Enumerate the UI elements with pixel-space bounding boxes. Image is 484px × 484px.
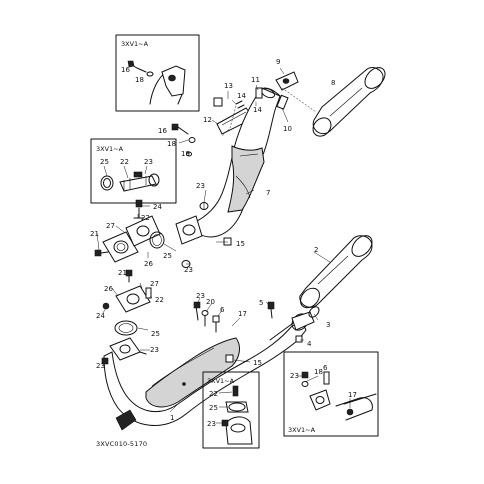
callout-17: 17: [238, 310, 247, 318]
callout-20: 20: [206, 298, 215, 306]
inset-frame: [202, 371, 260, 449]
callout-27: 27: [106, 222, 115, 230]
inset-label: 3XV1~A: [207, 377, 235, 385]
callout-22: 22: [141, 214, 150, 222]
callout-23: 23: [150, 346, 159, 354]
callout-10: 10: [283, 125, 292, 133]
callout-26: 26: [144, 260, 153, 268]
callout-24: 24: [153, 203, 162, 211]
callout-4: 4: [307, 340, 312, 348]
inset-frame: [283, 351, 379, 437]
callout-8: 8: [331, 79, 335, 87]
callout-26: 26: [104, 285, 113, 293]
inset-label: 3XV1~A: [121, 40, 149, 48]
callout-numbers: 13 11 9 8 14 14 12 10 16 18 19 7 23 24 2…: [90, 58, 335, 422]
callout-6: 6: [323, 364, 328, 372]
callout-23: 23: [290, 372, 299, 380]
header-pipe-upper: [175, 87, 281, 245]
callout-2: 2: [314, 246, 318, 254]
lower-flange-stack: [101, 269, 152, 365]
callout-17: 17: [348, 391, 357, 399]
callout-11: 11: [251, 76, 260, 84]
callout-27: 27: [150, 280, 159, 288]
upper-flange-stack: [94, 199, 191, 268]
callout-12: 12: [203, 116, 212, 124]
callout-18: 18: [314, 368, 323, 376]
callout-18: 18: [167, 140, 176, 148]
callout-3: 3: [326, 321, 330, 329]
callout-9: 9: [276, 58, 280, 66]
callout-5: 5: [259, 299, 263, 307]
drawing-code: 3XVC010-5170: [96, 440, 147, 448]
callout-16: 16: [158, 127, 167, 135]
callout-23: 23: [184, 266, 193, 274]
inset-top-left: 3XV1~A 16 18: [115, 34, 200, 112]
inset-label: 3XV1~A: [96, 145, 124, 153]
callout-19: 19: [181, 150, 190, 158]
muffler-upper: [312, 67, 386, 137]
inset-frame: [90, 138, 177, 204]
callout-23: 23: [196, 292, 205, 300]
callout-7: 7: [266, 189, 270, 197]
inset-bottom-center: 3XV1~A 22 25 23: [202, 371, 260, 449]
callout-23: 23: [207, 420, 216, 428]
callout-6: 6: [220, 306, 225, 314]
callout-22: 22: [155, 296, 164, 304]
inset-label: 3XV1~A: [288, 426, 316, 434]
callout-23: 23: [196, 182, 205, 190]
muffler-lower: [299, 235, 373, 309]
inset-bottom-right: 3XV1~A 23 18 6 17: [283, 351, 379, 437]
callout-21: 21: [90, 230, 99, 238]
callout-15: 15: [253, 359, 262, 367]
callout-15: 15: [236, 240, 245, 248]
callout-14: 14: [237, 92, 246, 100]
header-pipe-lower: [103, 301, 320, 431]
callout-23: 23: [96, 362, 105, 370]
callout-21: 21: [118, 269, 127, 277]
upper-exhaust-assembly: [171, 67, 386, 246]
inset-middle-left: 3XV1~A 25 22 23: [90, 138, 177, 204]
callout-14: 14: [253, 106, 262, 114]
callout-22: 22: [120, 158, 129, 166]
callout-13: 13: [224, 82, 233, 90]
callout-24: 24: [96, 312, 105, 320]
callout-23: 23: [144, 158, 153, 166]
callout-16: 16: [121, 66, 130, 74]
leader-lines: [96, 67, 331, 413]
callout-25: 25: [209, 404, 218, 412]
callout-25: 25: [151, 330, 160, 338]
callout-25: 25: [163, 252, 172, 260]
callout-22: 22: [209, 390, 218, 398]
inset-frame: [115, 34, 200, 112]
callout-25: 25: [100, 158, 109, 166]
callout-18: 18: [135, 76, 144, 84]
callout-1: 1: [170, 414, 174, 422]
